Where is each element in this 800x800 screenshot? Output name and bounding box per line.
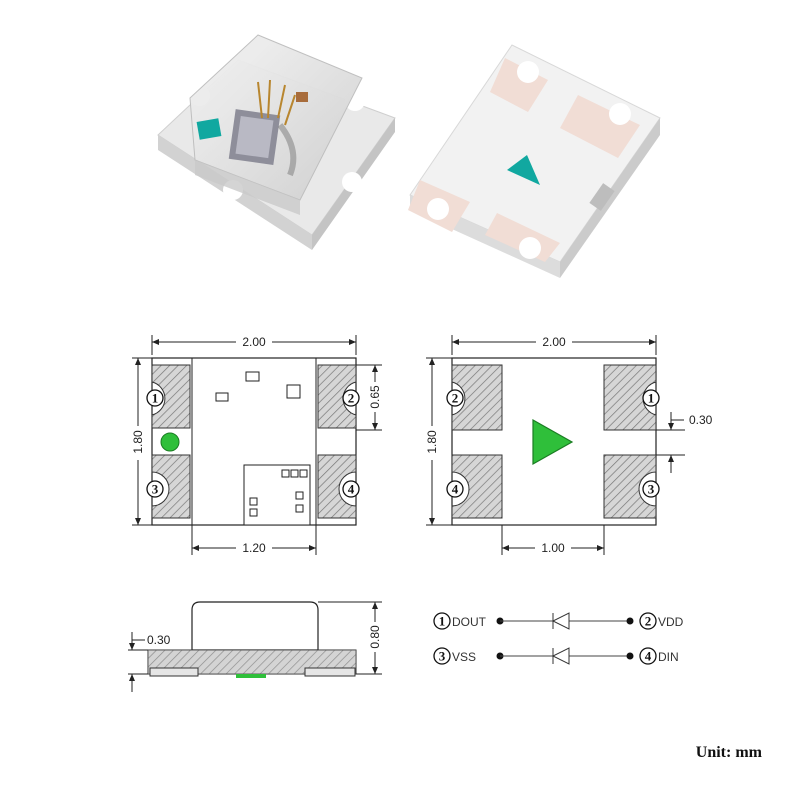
top-pin-4-marker: 4 — [342, 480, 360, 498]
schematic-dout-label: DOUT — [452, 615, 487, 629]
top-view-drawing: 2.00 1.80 1 — [130, 334, 382, 555]
bottom-height-label: 1.80 — [425, 430, 439, 454]
schematic-row-2: 3 VSS 4 DIN — [433, 647, 679, 665]
schematic-pin-1-num: 1 — [439, 614, 446, 629]
bottom-inner-width-label: 1.00 — [541, 541, 565, 555]
schematic-pin-4-num: 4 — [645, 649, 652, 664]
bottom-polarity-triangle — [532, 418, 574, 466]
side-total-height-label: 0.80 — [368, 625, 382, 649]
bottom-pin-3-marker: 3 — [642, 480, 660, 498]
unit-label: Unit: mm — [695, 744, 762, 761]
bottom-pin-4-marker: 4 — [446, 480, 464, 498]
led-top-photo — [157, 34, 396, 250]
schematic-din-label: DIN — [658, 650, 679, 664]
bottom-pad-1 — [603, 364, 657, 431]
side-base-height-label: 0.30 — [147, 633, 171, 647]
bottom-pin-1-marker: 1 — [642, 389, 660, 407]
bottom-pad-2 — [451, 364, 503, 431]
svg-text:1: 1 — [152, 391, 159, 406]
top-pad-height-label: 0.65 — [368, 385, 382, 409]
svg-text:4: 4 — [348, 482, 355, 497]
side-dome — [191, 601, 319, 651]
bottom-pad-3 — [603, 454, 657, 519]
svg-text:2: 2 — [452, 391, 459, 406]
top-pin-1-marker: 1 — [146, 389, 164, 407]
top-pad-3 — [151, 454, 191, 519]
svg-text:2: 2 — [348, 391, 355, 406]
svg-text:3: 3 — [152, 482, 159, 497]
top-height-label: 1.80 — [131, 430, 145, 454]
top-pad-2 — [317, 364, 357, 429]
led-bottom-photo — [408, 44, 661, 278]
top-pin-3-marker: 3 — [146, 480, 164, 498]
bottom-width-label: 2.00 — [542, 335, 566, 349]
schematic: 1 DOUT 2 VDD 3 VSS 4 DIN — [433, 612, 684, 665]
svg-text:3: 3 — [648, 482, 655, 497]
svg-text:4: 4 — [452, 482, 459, 497]
bottom-gap-label: 0.30 — [689, 413, 713, 427]
schematic-pin-3-num: 3 — [439, 649, 446, 664]
schematic-diode-1 — [551, 612, 570, 630]
schematic-pin-2-num: 2 — [645, 614, 652, 629]
schematic-vdd-label: VDD — [658, 615, 684, 629]
top-polarity-dot — [160, 432, 180, 452]
schematic-diode-2 — [551, 647, 570, 665]
top-pin-2-marker: 2 — [342, 389, 360, 407]
bottom-pin-2-marker: 2 — [446, 389, 464, 407]
svg-text:1: 1 — [648, 391, 655, 406]
top-width-label: 2.00 — [242, 335, 266, 349]
bottom-view-drawing: 2.00 1.80 2 1 4 3 — [424, 334, 713, 555]
schematic-row-1: 1 DOUT 2 VDD — [433, 612, 684, 630]
side-view-drawing: 0.30 0.80 — [128, 601, 382, 692]
bottom-pad-4 — [451, 454, 503, 519]
schematic-vss-label: VSS — [452, 650, 476, 664]
top-pad-1 — [151, 364, 191, 429]
top-inner-width-label: 1.20 — [242, 541, 266, 555]
top-pad-4 — [317, 454, 357, 519]
